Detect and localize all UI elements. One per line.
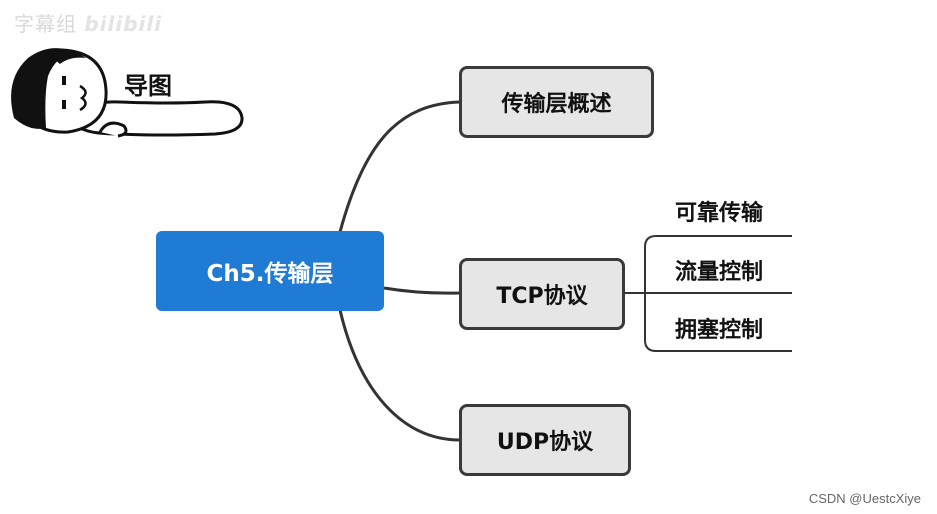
node-tcp-label: TCP协议: [496, 284, 588, 309]
node-udp-label: UDP协议: [496, 430, 594, 455]
mascot-label: 导图: [124, 72, 172, 100]
connector-root-udp: [338, 309, 461, 442]
leaf-flow-control[interactable]: 流量控制: [675, 260, 764, 285]
watermark-text: 字幕组: [14, 12, 77, 36]
node-overview-label: 传输层概述: [501, 92, 612, 117]
node-udp[interactable]: UDP协议: [459, 404, 631, 476]
footer-credit: CSDN @UestcXiye: [808, 491, 921, 506]
bilibili-logo: bilibili: [84, 12, 163, 36]
leaf-congestion-control[interactable]: 拥塞控制: [675, 318, 764, 343]
watermark: 字幕组 bilibili: [14, 8, 162, 37]
node-overview[interactable]: 传输层概述: [459, 66, 654, 138]
leaf-reliable-transfer[interactable]: 可靠传输: [675, 201, 764, 226]
node-tcp[interactable]: TCP协议: [459, 258, 625, 330]
mascot-illustration: [11, 48, 244, 138]
connector-root-overview: [338, 100, 461, 233]
root-label: Ch5.传输层: [206, 261, 334, 287]
root-node[interactable]: Ch5.传输层: [156, 231, 384, 311]
connector-root-tcp: [383, 286, 461, 295]
connector-tcp-leaves: [624, 235, 792, 352]
